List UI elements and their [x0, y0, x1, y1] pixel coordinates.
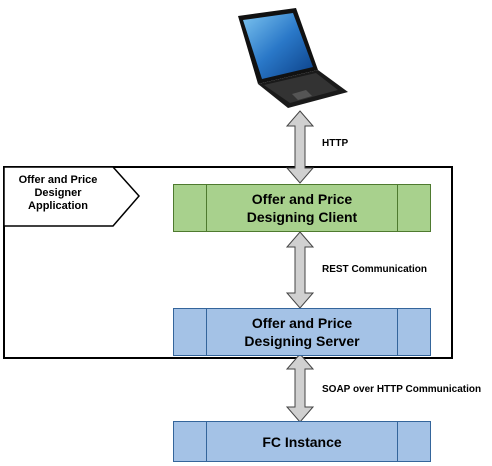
- laptop-icon: [238, 8, 348, 108]
- fc-label: FC Instance: [262, 433, 342, 450]
- http-label: HTTP: [322, 138, 349, 149]
- http-arrow: [285, 110, 315, 184]
- server-node: Offer and Price Designing Server: [173, 308, 431, 356]
- client-node: Offer and Price Designing Client: [173, 184, 431, 232]
- soap-label: SOAP over HTTP Communication: [322, 384, 482, 395]
- soap-arrow: [285, 353, 315, 423]
- application-label-shape: [3, 166, 140, 227]
- client-label: Offer and Price Designing Client: [246, 191, 358, 225]
- fc-node: FC Instance: [173, 421, 431, 462]
- rest-arrow: [285, 231, 315, 309]
- application-boundary: [3, 166, 453, 359]
- server-label: Offer and Price Designing Server: [244, 315, 360, 349]
- rest-label: REST Communication: [322, 264, 428, 275]
- application-label: Offer and Price Designer Application: [18, 174, 98, 212]
